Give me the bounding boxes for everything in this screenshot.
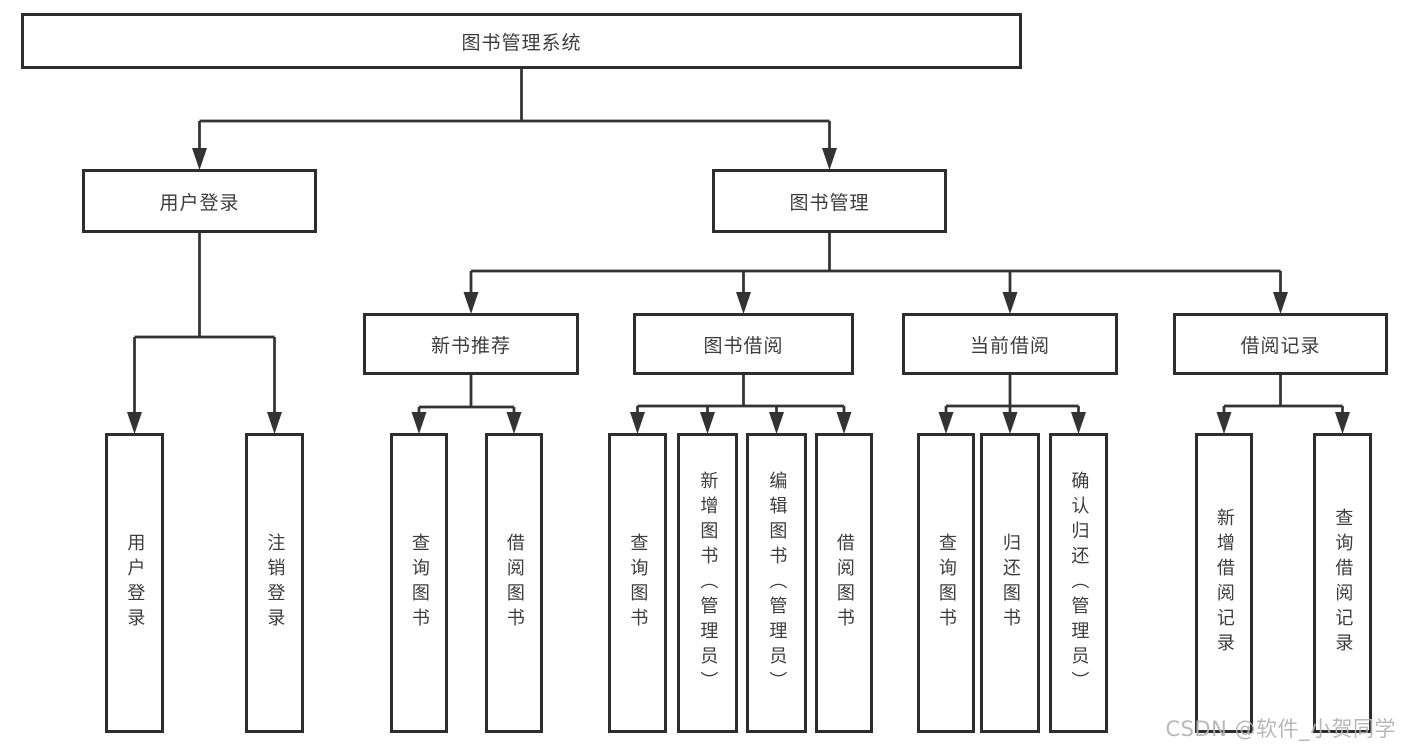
node-leaf-newbook-borrow: 借阅图书 xyxy=(485,433,543,733)
node-label: 用户登录 xyxy=(124,533,146,633)
node-book-management-group: 图书管理 xyxy=(712,169,947,233)
node-leaf-record-add: 新增借阅记录 xyxy=(1195,433,1253,733)
node-leaf-borrow-edit-admin: 编辑图书（管理员） xyxy=(746,433,807,733)
node-label: 新增借阅记录 xyxy=(1213,508,1235,658)
node-current-borrow-module: 当前借阅 xyxy=(902,313,1118,375)
node-label: 注销登录 xyxy=(264,533,286,633)
node-label: 图书借阅 xyxy=(703,334,784,357)
node-label: 用户登录 xyxy=(159,191,240,214)
node-label: 借阅记录 xyxy=(1240,334,1321,357)
node-leaf-current-return: 归还图书 xyxy=(980,433,1040,733)
node-leaf-logout: 注销登录 xyxy=(245,433,304,733)
node-leaf-borrow-query: 查询图书 xyxy=(608,433,667,733)
node-leaf-current-query: 查询图书 xyxy=(917,433,975,733)
node-book-borrow-module: 图书借阅 xyxy=(633,313,854,375)
node-leaf-borrow-add-admin: 新增图书（管理员） xyxy=(677,433,738,733)
csdn-watermark: CSDN @软件_小贺同学 xyxy=(1165,717,1396,741)
node-user-login-group: 用户登录 xyxy=(82,169,317,233)
node-system-root: 图书管理系统 xyxy=(21,13,1022,69)
node-leaf-current-confirm-admin: 确认归还（管理员） xyxy=(1049,433,1108,733)
node-label: 查询图书 xyxy=(935,533,957,633)
node-leaf-user-login: 用户登录 xyxy=(105,433,164,733)
node-label: 新书推荐 xyxy=(430,334,511,357)
node-label: 图书管理 xyxy=(789,191,870,214)
node-label: 查询图书 xyxy=(408,533,430,633)
node-label: 当前借阅 xyxy=(969,334,1050,357)
node-label: 编辑图书（管理员） xyxy=(766,470,788,696)
node-leaf-record-query: 查询借阅记录 xyxy=(1313,433,1372,733)
node-label: 查询借阅记录 xyxy=(1332,508,1354,658)
node-label: 借阅图书 xyxy=(503,533,525,633)
node-borrow-records-module: 借阅记录 xyxy=(1173,313,1388,375)
node-label: 借阅图书 xyxy=(833,533,855,633)
node-leaf-borrow-book: 借阅图书 xyxy=(815,433,873,733)
node-label: 确认归还（管理员） xyxy=(1068,470,1090,696)
node-leaf-newbook-query: 查询图书 xyxy=(390,433,448,733)
node-label: 图书管理系统 xyxy=(461,31,582,54)
node-label: 归还图书 xyxy=(999,533,1021,633)
node-new-book-module: 新书推荐 xyxy=(363,313,579,375)
node-label: 新增图书（管理员） xyxy=(697,470,719,696)
node-label: 查询图书 xyxy=(627,533,649,633)
